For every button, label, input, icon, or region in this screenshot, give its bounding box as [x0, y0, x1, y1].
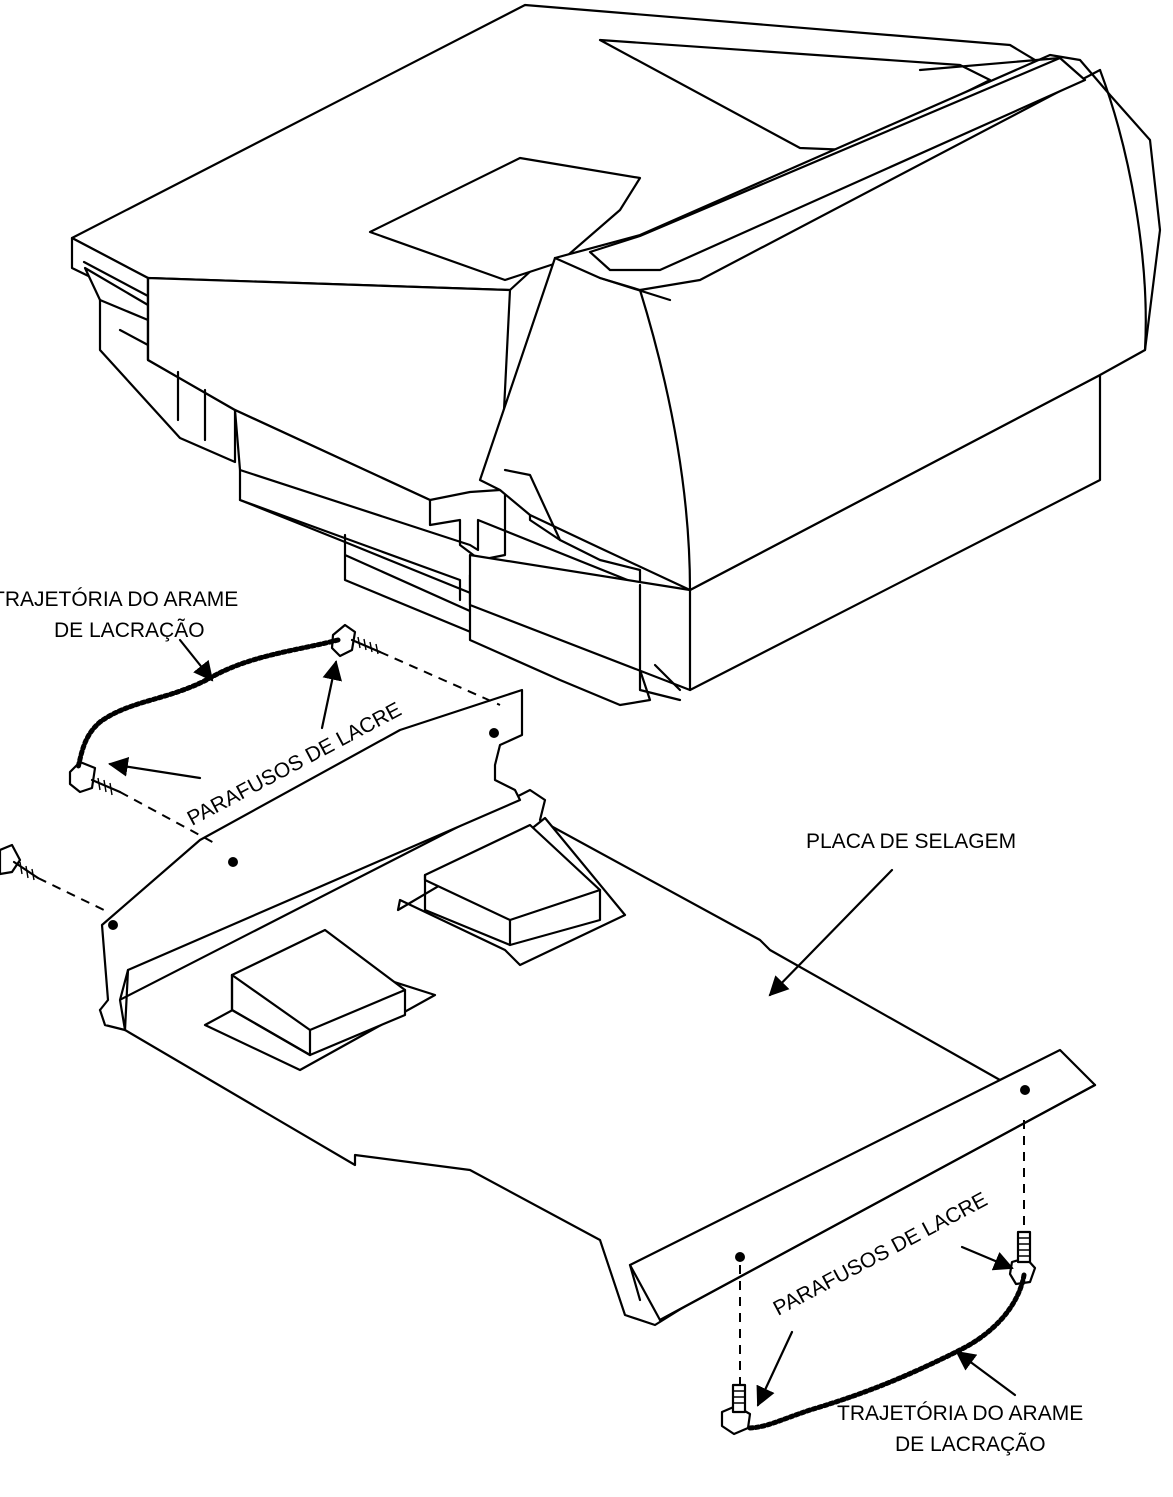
seal-screw-bottom-left — [720, 1383, 752, 1436]
sealing-wire-bottom — [745, 1272, 1027, 1431]
label-sealing-plate: PLACA DE SELAGEM — [806, 830, 1016, 853]
sealing-wire-top — [75, 637, 341, 771]
label-wire-path-top-line2: DE LACRAÇÃO — [54, 618, 205, 642]
mounting-hole — [735, 1252, 745, 1262]
sealing-plate — [98, 688, 1097, 1327]
label-wire-path-bottom-line1: TRAJETÓRIA DO ARAME — [837, 1402, 1083, 1425]
mounting-hole — [228, 857, 238, 867]
seal-screw-top — [330, 623, 382, 658]
mounting-hole — [108, 920, 118, 930]
device-body — [70, 3, 1162, 707]
label-wire-path-top-line1: TRAJETÓRIA DO ARAME — [0, 588, 238, 611]
label-wire-path-bottom-line2: DE LACRAÇÃO — [895, 1432, 1046, 1456]
mounting-hole — [489, 728, 499, 738]
insertion-lines — [37, 651, 1025, 1385]
leader-arrows — [108, 638, 1017, 1407]
seal-screw-edge — [0, 843, 40, 881]
seal-screw-bottom-right — [1008, 1230, 1037, 1286]
mounting-hole — [1020, 1085, 1030, 1095]
